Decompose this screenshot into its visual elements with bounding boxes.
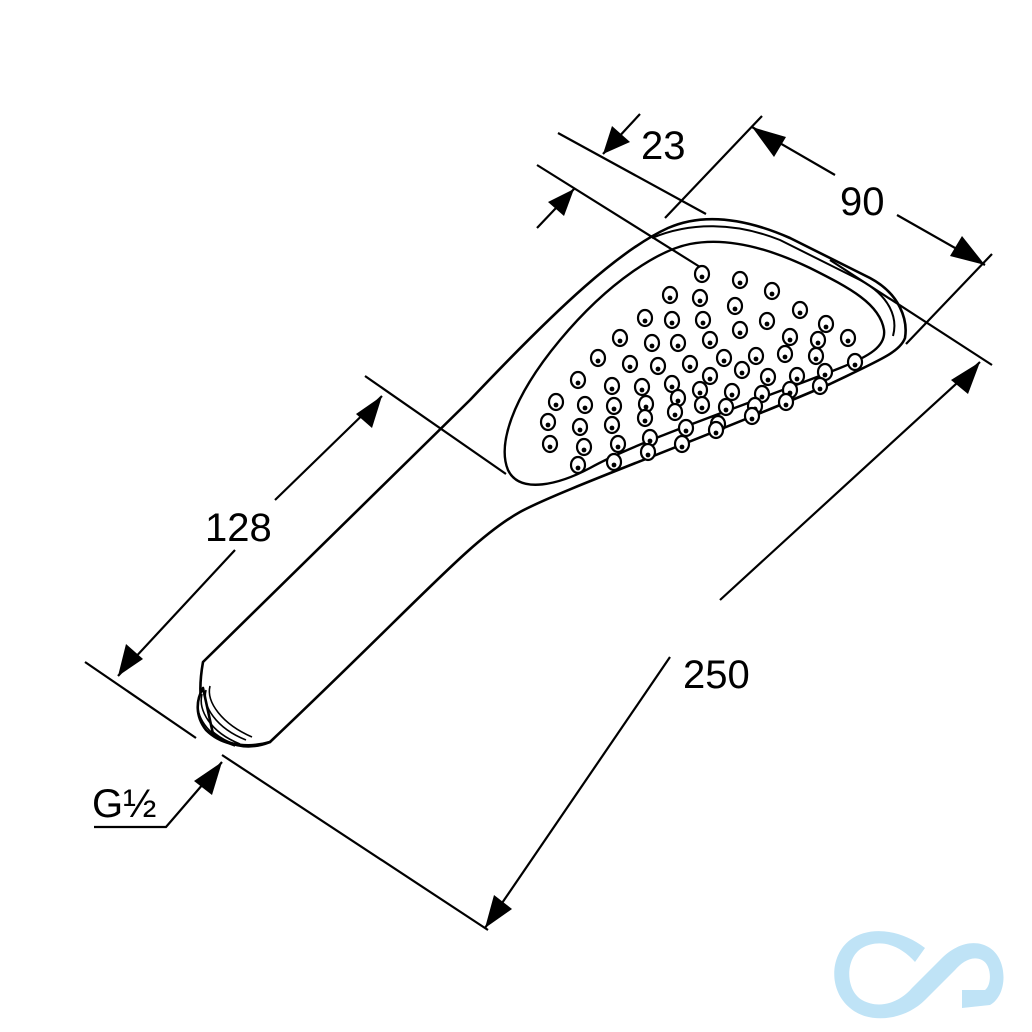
arrow-128-bottom [118,644,143,676]
dim-label-thread: G½ [92,782,157,826]
arrow-250-bottom [485,895,512,928]
ext-line-23-bottom [536,164,701,268]
arrow-90-left [752,127,786,157]
ext-line-128-top [364,375,507,475]
arrow-23-bottom [548,189,574,216]
ext-line-250-top [829,259,993,366]
arrow-128-top [356,396,382,428]
ext-line-128-bottom [84,661,197,739]
dim-line-250-b [484,656,671,929]
dim-line-250-a [719,361,981,601]
logo-shape [834,931,1004,1019]
ext-line-250-bottom [221,754,489,931]
dim-label-23: 23 [641,124,686,168]
dim-label-128: 128 [205,506,272,550]
dim-label-250: 250 [683,653,750,697]
arrow-90-right [950,236,985,265]
cd-logo-watermark [834,931,1004,1019]
dim-label-90: 90 [840,180,885,224]
thread-lines [196,685,253,747]
arrow-thread [194,762,222,795]
shower-body [196,217,907,748]
ext-line-90-right [905,253,993,345]
arrow-250-top [951,362,980,394]
arrow-23-top [603,126,630,154]
head-rim [651,225,896,337]
arrowheads [118,126,985,928]
nozzle-grid [539,264,864,475]
ext-line-90-left [664,115,763,219]
